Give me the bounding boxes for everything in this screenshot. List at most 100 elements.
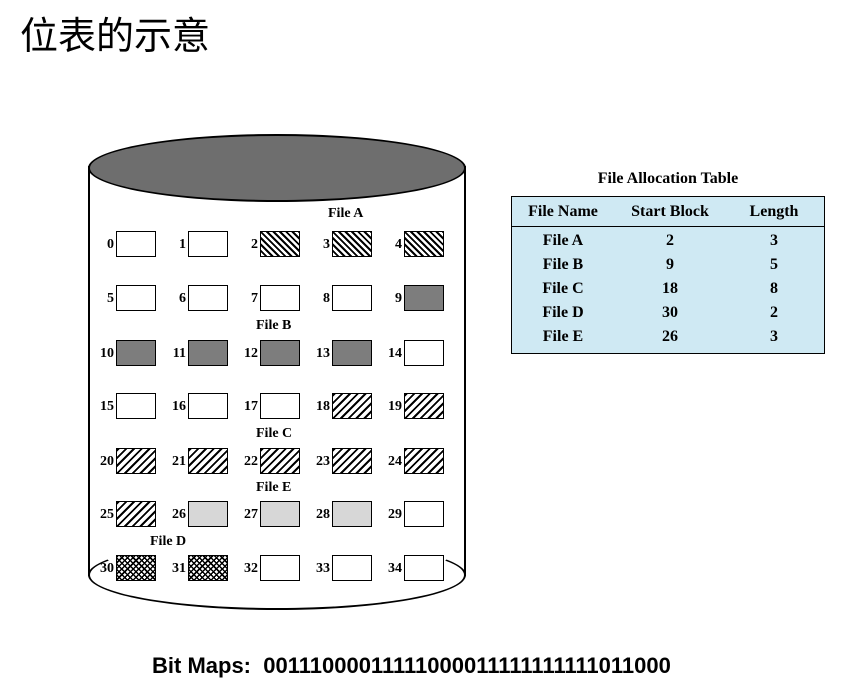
fat-row-2-start: 9: [666, 256, 674, 273]
fat-row-5-length: 3: [770, 328, 778, 345]
block-number-27: 27: [244, 507, 258, 522]
block-number-17: 17: [244, 399, 258, 414]
disk-block-5: [116, 285, 156, 311]
block-number-28: 28: [316, 507, 330, 522]
fat-row-5-name: File E: [542, 328, 584, 345]
disk-block-17: [260, 393, 300, 419]
block-number-6: 6: [179, 291, 186, 306]
disk-block-8: [332, 285, 372, 311]
block-number-22: 22: [244, 454, 258, 469]
disk-block-9: [404, 285, 444, 311]
disk-block-19: [404, 393, 444, 419]
block-number-8: 8: [323, 291, 330, 306]
disk-block-21: [188, 448, 228, 474]
disk-block-30: [116, 555, 156, 581]
block-number-32: 32: [244, 561, 258, 576]
fat-row-5-start: 26: [662, 328, 678, 345]
disk-block-31: [188, 555, 228, 581]
disk-block-23: [332, 448, 372, 474]
block-number-11: 11: [172, 346, 186, 361]
disk-block-6: [188, 285, 228, 311]
fat-row-3-length: 8: [770, 280, 778, 297]
disk-block-33: [332, 555, 372, 581]
block-number-34: 34: [388, 561, 402, 576]
block-number-24: 24: [388, 454, 402, 469]
block-number-33: 33: [316, 561, 330, 576]
disk-block-1: [188, 231, 228, 257]
disk-block-16: [188, 393, 228, 419]
disk-block-25: [116, 501, 156, 527]
disk-block-32: [260, 555, 300, 581]
disk-block-26: [188, 501, 228, 527]
block-number-23: 23: [316, 454, 330, 469]
disk-block-29: [404, 501, 444, 527]
disk-block-3: [332, 231, 372, 257]
disk-block-18: [332, 393, 372, 419]
bit-map-label: Bit Maps:: [152, 653, 251, 678]
fat-header-start-block: Start Block: [631, 203, 709, 220]
disk-block-34: [404, 555, 444, 581]
block-number-15: 15: [100, 399, 114, 414]
block-number-31: 31: [172, 561, 186, 576]
file-b-label: File B: [256, 318, 292, 333]
block-number-14: 14: [388, 346, 402, 361]
block-number-2: 2: [251, 237, 258, 252]
block-number-9: 9: [395, 291, 402, 306]
file-c-label: File C: [256, 426, 293, 441]
disk-block-0: [116, 231, 156, 257]
disk-block-27: [260, 501, 300, 527]
fat-row-2-name: File B: [542, 256, 584, 273]
disk-block-20: [116, 448, 156, 474]
block-number-16: 16: [172, 399, 186, 414]
block-number-5: 5: [107, 291, 114, 306]
disk-block-22: [260, 448, 300, 474]
disk-block-10: [116, 340, 156, 366]
file-d-label: File D: [150, 534, 187, 549]
block-number-26: 26: [172, 507, 186, 522]
block-number-12: 12: [244, 346, 258, 361]
fat-header-length: Length: [749, 203, 799, 220]
bit-map-value: 00111000011111000011111111111011000: [263, 653, 671, 678]
page-title: 位表的示意: [20, 14, 211, 58]
block-number-30: 30: [100, 561, 114, 576]
block-number-18: 18: [316, 399, 330, 414]
bit-map-line: Bit Maps: 001110000111110000111111111110…: [152, 652, 671, 680]
disk-block-13: [332, 340, 372, 366]
block-number-7: 7: [251, 291, 258, 306]
fat-row-1-name: File A: [542, 232, 584, 249]
block-number-10: 10: [100, 346, 114, 361]
block-number-25: 25: [100, 507, 114, 522]
file-a-label: File A: [328, 206, 364, 221]
fat-header-divider: [512, 226, 824, 227]
disk-block-24: [404, 448, 444, 474]
block-number-0: 0: [107, 237, 114, 252]
block-number-4: 4: [395, 237, 402, 252]
disk-block-2: [260, 231, 300, 257]
fat-row-1-length: 3: [770, 232, 778, 249]
disk-block-15: [116, 393, 156, 419]
disk-block-7: [260, 285, 300, 311]
fat-row-2-length: 5: [770, 256, 778, 273]
fat-row-3-name: File C: [542, 280, 584, 297]
fat-header-file-name: File Name: [528, 203, 598, 220]
block-number-20: 20: [100, 454, 114, 469]
block-number-3: 3: [323, 237, 330, 252]
fat-row-4-name: File D: [542, 304, 584, 321]
block-number-19: 19: [388, 399, 402, 414]
fat-row-4-start: 30: [662, 304, 678, 321]
file-allocation-table: File Name Start Block Length File A 2 3 …: [511, 196, 825, 354]
fat-row-1-start: 2: [666, 232, 674, 249]
block-number-13: 13: [316, 346, 330, 361]
block-number-29: 29: [388, 507, 402, 522]
disk-block-14: [404, 340, 444, 366]
file-e-label: File E: [256, 480, 292, 495]
block-number-21: 21: [172, 454, 186, 469]
disk-block-12: [260, 340, 300, 366]
block-number-1: 1: [179, 237, 186, 252]
fat-row-3-start: 18: [662, 280, 678, 297]
fat-row-4-length: 2: [770, 304, 778, 321]
disk-block-11: [188, 340, 228, 366]
disk-block-28: [332, 501, 372, 527]
disk-top: [88, 134, 466, 202]
